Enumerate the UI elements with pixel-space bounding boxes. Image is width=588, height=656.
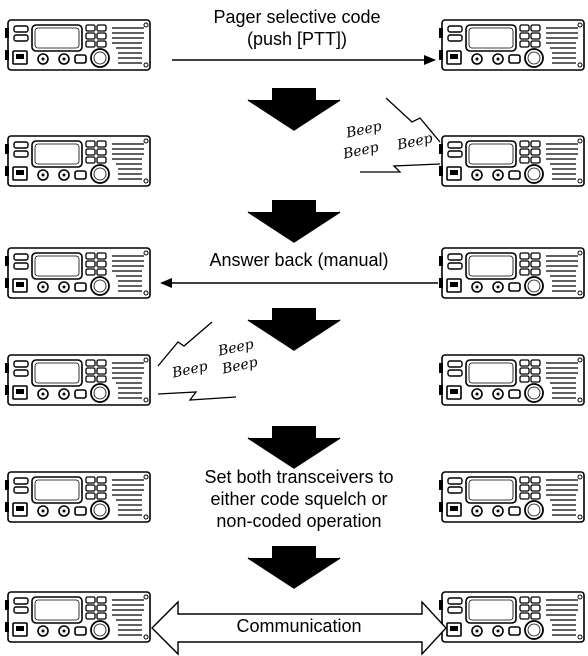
transceiver-icon [4,135,151,187]
down-arrow-outline [247,319,341,351]
transceiver-icon [438,354,585,406]
step-3-label: Answer back (manual) [209,250,389,270]
down-arrow-outline [247,437,341,469]
down-arrow-icon [248,546,340,588]
transceiver-icon [438,247,585,299]
transceiver-icon [438,135,585,187]
down-arrow-icon [248,88,340,130]
transceiver-icon [438,471,585,523]
right-arrow-head [424,55,436,65]
transceiver-icon [4,247,151,299]
down-arrow-outline [247,99,341,131]
double-arrow-icon [151,600,447,656]
step-1-label: Pager selective code (push [PTT]) [213,7,381,49]
lightning-signal-icon [157,391,237,401]
down-arrow-icon [248,308,340,350]
left-arrow-head [160,278,172,288]
lightning-signal-icon [385,97,441,143]
transceiver-icon [4,471,151,523]
transceiver-icon [4,19,151,71]
down-arrow-outline [247,211,341,243]
step-6-label: Communication [236,616,362,636]
transceiver-icon [4,591,151,643]
transceiver-icon [438,19,585,71]
transceiver-icon [438,591,585,643]
step-5-label: Set both transceivers to either code squ… [204,467,394,531]
down-arrow-outline [247,557,341,589]
down-arrow-icon [248,200,340,242]
lightning-signal-icon [360,163,441,173]
transceiver-icon [4,354,151,406]
down-arrow-icon [248,426,340,468]
lightning-signal-icon [157,321,213,367]
